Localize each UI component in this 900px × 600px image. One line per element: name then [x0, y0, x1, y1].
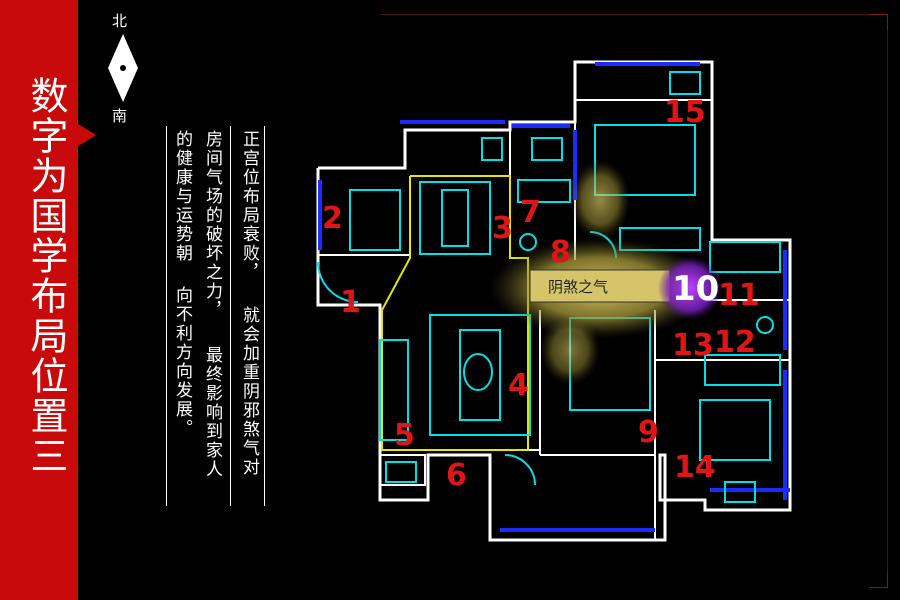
- sidebar-arrow: [78, 124, 96, 146]
- number-6: 6: [446, 458, 467, 493]
- number-12: 12: [714, 325, 756, 360]
- sha-qi-label: 阴煞之气: [548, 278, 608, 296]
- number-13: 13: [672, 328, 714, 363]
- number-11: 11: [718, 278, 760, 313]
- sha-qi-cloud-bottom: [540, 315, 600, 385]
- frame-right-line: [887, 30, 888, 572]
- divider-line-3: [264, 126, 265, 506]
- number-15: 15: [664, 95, 706, 130]
- sha-qi-cloud-top: [570, 160, 630, 240]
- description-col-3: 房间气场的破坏之力，: [202, 130, 222, 320]
- frame-corner-top-right: [869, 14, 888, 33]
- number-10: 10: [672, 269, 719, 309]
- palace-marker: [658, 256, 722, 320]
- number-14: 14: [674, 450, 716, 485]
- description-col-6: 向不利方向发展。: [172, 286, 192, 438]
- compass-south-label: 南: [112, 107, 128, 125]
- divider-line-2: [230, 126, 231, 506]
- compass-icon: [108, 34, 138, 102]
- frame-corner-bottom-right: [869, 569, 888, 588]
- number-5: 5: [394, 418, 415, 453]
- number-4: 4: [508, 368, 529, 403]
- frame-top-line: [380, 14, 870, 15]
- description-col-2: 就会加重阴邪煞气对: [239, 306, 259, 477]
- number-9: 9: [638, 415, 659, 450]
- sidebar: 数字为国学布局位置三: [0, 0, 78, 600]
- number-8: 8: [550, 235, 571, 270]
- number-3: 3: [492, 211, 513, 246]
- description-col-4: 最终影响到家人: [202, 346, 222, 479]
- compass-north-label: 北: [112, 12, 128, 30]
- sidebar-title: 数字为国学布局位置三: [24, 76, 68, 476]
- number-1: 1: [340, 285, 361, 320]
- number-7: 7: [520, 195, 541, 230]
- sha-qi-label-box: [529, 269, 671, 303]
- number-2: 2: [322, 201, 343, 236]
- yellow-zone: [381, 175, 529, 451]
- outer-walls: [316, 60, 792, 542]
- description-col-5: 的健康与运势朝: [172, 130, 192, 263]
- description-col-1: 正宫位布局衰败，: [239, 130, 259, 282]
- divider-line-1: [166, 126, 167, 506]
